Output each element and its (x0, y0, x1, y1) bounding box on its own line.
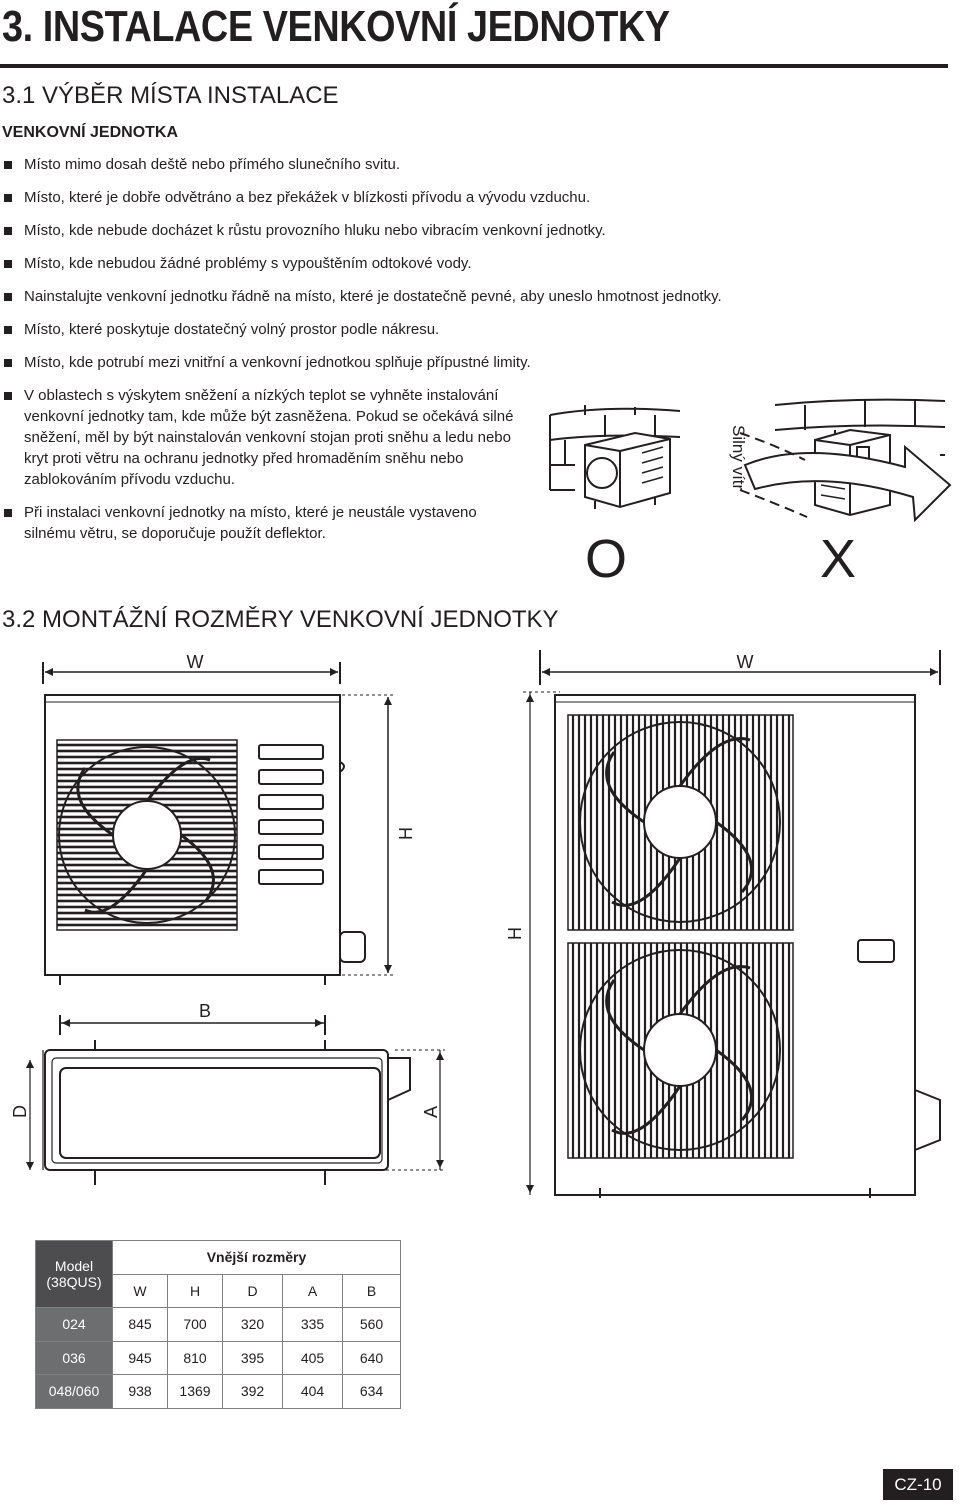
page-number: CZ-10 (883, 1469, 953, 1500)
width-label-small: W (187, 652, 204, 672)
subsection-title-3-1: 3.1 VÝBĚR MÍSTA INSTALACE (2, 82, 339, 109)
bullet-icon (4, 359, 12, 367)
table-cell: 392 (222, 1374, 283, 1409)
list-item: V oblastech s výskytem sněžení a nízkých… (0, 385, 525, 490)
table-cell: 634 (342, 1374, 401, 1409)
left-outdoor-unit (584, 431, 671, 509)
outer-dimensions-header: Vnější rozměry (112, 1240, 401, 1275)
column-header: B (342, 1273, 401, 1308)
small-unit-front-view (42, 662, 395, 985)
column-header: H (167, 1273, 223, 1308)
table-row: 036 945 810 395 405 640 (35, 1340, 401, 1375)
column-header: D (222, 1273, 283, 1308)
strong-wind-illustration: Silný vítr O X (549, 398, 952, 585)
table-cell: 845 (112, 1307, 168, 1342)
bullet-icon (4, 227, 12, 235)
bullet-icon (4, 392, 12, 400)
left-brick-wall (549, 405, 681, 491)
height-label-large: H (505, 927, 525, 940)
bullet-icon (4, 260, 12, 268)
list-item: Místo mimo dosah deště nebo přímého slun… (0, 154, 900, 175)
list-item: Místo, kde nebude docházet k růstu provo… (0, 220, 900, 241)
bullet-icon (4, 161, 12, 169)
table-cell: 404 (282, 1374, 343, 1409)
b-label: B (199, 1001, 211, 1021)
table-cell: 405 (282, 1340, 343, 1375)
table-cell: 335 (282, 1307, 343, 1342)
a-label: A (421, 1106, 441, 1118)
table-row: 048/060 938 1369 392 404 634 (35, 1374, 401, 1409)
table-cell: 395 (222, 1340, 283, 1375)
correct-mark: O (585, 529, 627, 585)
list-item: Místo, kde nebudou žádné problémy s vypo… (0, 253, 900, 274)
list-item: Místo, které je dobře odvětráno a bez př… (0, 187, 900, 208)
height-label-small: H (396, 827, 416, 840)
model-cell: 048/060 (35, 1374, 113, 1409)
bullet-icon (4, 509, 12, 517)
table-cell: 700 (167, 1307, 223, 1342)
list-item: Místo, které poskytuje dostatečný volný … (0, 319, 900, 340)
column-header: W (112, 1273, 168, 1308)
strong-wind-label: Silný vítr (729, 425, 748, 491)
model-cell: 036 (35, 1340, 113, 1375)
mounting-dimensions-drawing: W H B D A (10, 650, 941, 1198)
list-item: Nainstalujte venkovní jednotku řádně na … (0, 286, 900, 307)
bullet-icon (4, 293, 12, 301)
list-item: Při instalaci venkovní jednotky na místo… (0, 502, 525, 544)
table-cell: 560 (342, 1307, 401, 1342)
section-title: 3. INSTALACE VENKOVNÍ JEDNOTKY (2, 2, 670, 51)
bullet-icon (4, 326, 12, 334)
column-header: A (282, 1273, 343, 1308)
wind-lines (739, 432, 808, 518)
title-rule (0, 64, 948, 68)
table-cell: 945 (112, 1340, 168, 1375)
bullet-icon (4, 194, 12, 202)
model-header: Model (38QUS) (35, 1240, 113, 1308)
d-label: D (10, 1105, 30, 1118)
table-cell: 640 (342, 1340, 401, 1375)
table-cell: 1369 (167, 1374, 223, 1409)
table-cell: 810 (167, 1340, 223, 1375)
list-item: Místo, kde potrubí mezi vnitřní a venkov… (0, 352, 900, 373)
small-unit-top-view (26, 1015, 445, 1185)
outdoor-unit-heading: VENKOVNÍ JEDNOTKA (2, 124, 179, 141)
right-brick-wall (774, 398, 946, 456)
wrong-mark: X (820, 529, 856, 585)
requirements-list: Místo mimo dosah deště nebo přímého slun… (0, 154, 900, 556)
subsection-title-3-2: 3.2 MONTÁŽNÍ ROZMĚRY VENKOVNÍ JEDNOTKY (2, 606, 559, 633)
large-unit-front-view (523, 650, 941, 1198)
table-cell: 320 (222, 1307, 283, 1342)
model-cell: 024 (35, 1307, 113, 1342)
wind-arrow-icon (743, 444, 952, 523)
dimensions-table: Model (38QUS) Vnější rozměry W H D A B 0… (35, 1240, 401, 1409)
width-label-large: W (737, 652, 754, 672)
table-row: 024 845 700 320 335 560 (35, 1307, 401, 1342)
table-cell: 938 (112, 1374, 168, 1409)
